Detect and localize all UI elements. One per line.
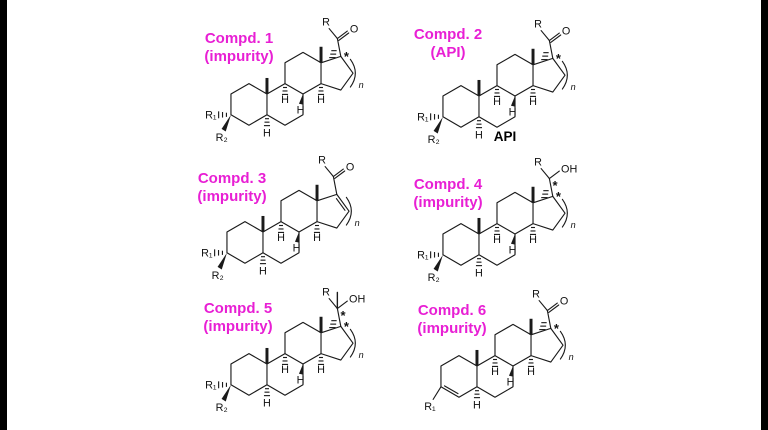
structure-compound-3 — [200, 153, 362, 283]
compound-2-subtitle: (API) — [430, 43, 466, 61]
ketone-side-chain — [533, 17, 571, 59]
ketone-side-chain — [321, 15, 359, 57]
ketone-side-chain — [317, 153, 355, 195]
ketone-side-chain — [531, 287, 569, 329]
ring-d-double-bond — [335, 197, 346, 211]
compound-3-title: Compd. 3 — [197, 170, 267, 187]
right-edge-bar — [761, 0, 768, 430]
left-edge-bar — [0, 0, 7, 430]
compound-4-title: Compd. 4 — [413, 176, 483, 193]
structure-compound-6 — [423, 287, 576, 414]
compound-6-subtitle: (impurity) — [417, 319, 487, 337]
compound-5-title: Compd. 5 — [203, 300, 273, 317]
c3-substituents — [416, 248, 444, 285]
c3-substituents — [200, 246, 228, 283]
compound-5-label: Compd. 5 (impurity) — [182, 300, 294, 335]
compound-1-title: Compd. 1 — [204, 30, 274, 47]
compound-1-subtitle: (impurity) — [204, 47, 274, 65]
c3-substituents — [416, 110, 444, 147]
structure-compound-5 — [204, 285, 366, 415]
c3-ene-substituent — [423, 385, 459, 414]
compound-6-label: Compd. 6 (impurity) — [396, 302, 508, 337]
steroid-core — [225, 183, 362, 279]
compound-4-label: Compd. 4 (impurity) — [392, 176, 504, 211]
c3-substituents — [204, 108, 232, 145]
compound-4-subtitle: (impurity) — [413, 193, 483, 211]
compound-5-subtitle: (impurity) — [203, 317, 273, 335]
compound-1-label: Compd. 1 (impurity) — [183, 30, 295, 65]
compound-3-subtitle: (impurity) — [197, 187, 267, 205]
c3-substituents — [204, 378, 232, 415]
structure-compound-4 — [416, 155, 578, 285]
structure-compound-1 — [204, 15, 366, 145]
compound-2-label: Compd. 2 (API) — [392, 26, 504, 61]
compound-2-title: Compd. 2 — [413, 26, 483, 43]
compound-3-label: Compd. 3 (impurity) — [176, 170, 288, 205]
compound-6-title: Compd. 6 — [417, 302, 487, 319]
api-tag: API — [493, 129, 517, 144]
